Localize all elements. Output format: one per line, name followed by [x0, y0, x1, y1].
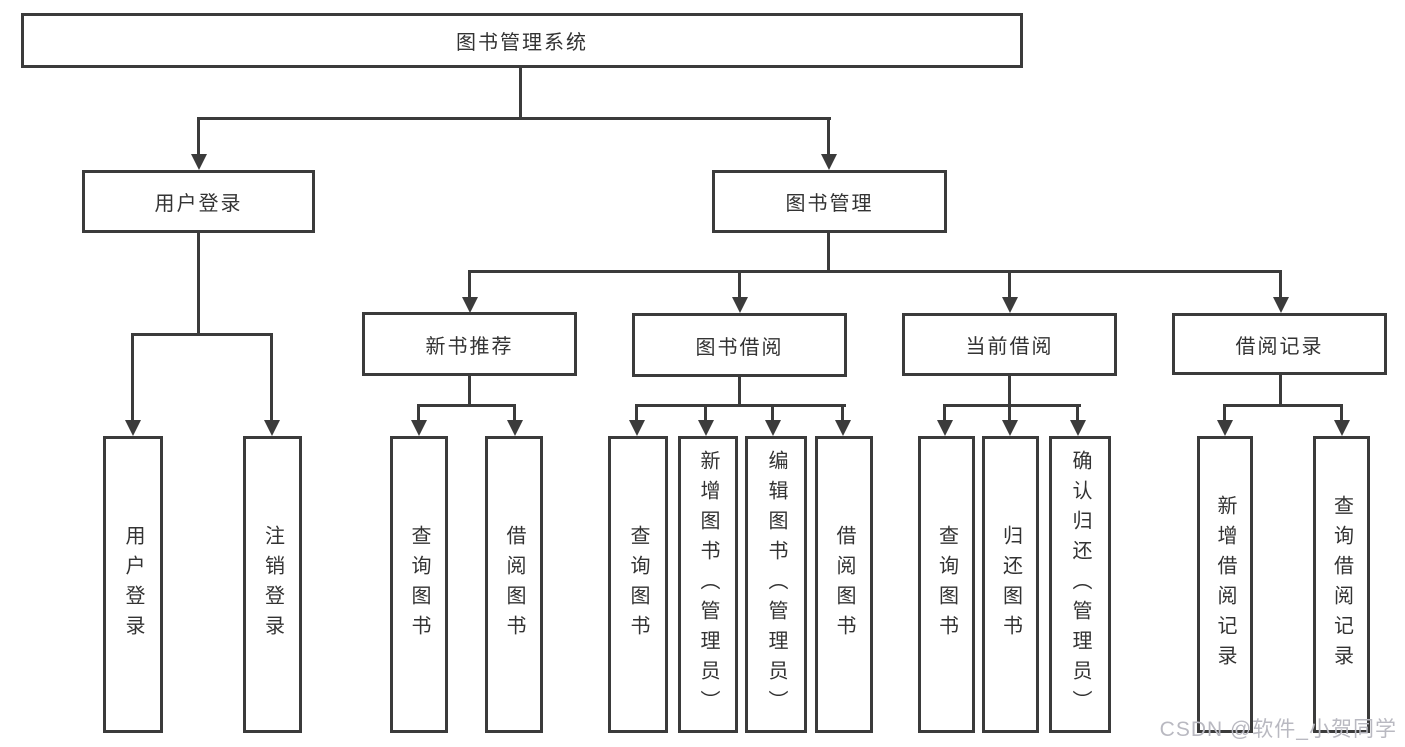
connector-line	[417, 404, 420, 421]
leaf-cb-query-book: 查询图书	[918, 436, 975, 733]
node-book-management: 图书管理	[712, 170, 947, 233]
node-borrow-record-label: 借阅记录	[1235, 335, 1324, 358]
leaf-bb-edit-book: 编辑图书（管理员）	[745, 436, 807, 733]
leaf-bb-add-book: 新增图书（管理员）	[678, 436, 738, 733]
leaf-bb-borrow-book-label: 借阅图书	[833, 524, 855, 645]
connector-line	[468, 376, 471, 406]
connector-line	[1008, 270, 1011, 298]
connector-line	[197, 117, 200, 155]
node-root-label: 图书管理系统	[456, 32, 588, 54]
leaf-nb-borrow-book: 借阅图书	[485, 436, 543, 733]
arrowhead-down-icon	[264, 420, 280, 436]
connector-line	[513, 404, 516, 421]
node-book-borrow: 图书借阅	[632, 313, 847, 377]
node-new-book-recommend: 新书推荐	[362, 312, 577, 376]
connector-line	[827, 233, 830, 273]
arrowhead-down-icon	[821, 154, 837, 170]
connector-line	[519, 68, 522, 118]
node-user-login-label: 用户登录	[154, 193, 243, 215]
connector-line	[131, 333, 273, 336]
arrowhead-down-icon	[507, 420, 523, 436]
leaf-cb-return-book-label: 归还图书	[999, 524, 1022, 645]
leaf-cb-return-book: 归还图书	[982, 436, 1039, 733]
connector-line	[738, 377, 741, 406]
arrowhead-down-icon	[1070, 420, 1086, 436]
node-book-borrow-label: 图书借阅	[695, 336, 784, 359]
arrowhead-down-icon	[732, 297, 748, 313]
arrowhead-down-icon	[411, 420, 427, 436]
connector-line	[197, 233, 200, 335]
leaf-bb-query-book: 查询图书	[608, 436, 668, 733]
connector-line	[771, 404, 774, 421]
leaf-bb-query-book-label: 查询图书	[627, 524, 649, 645]
leaf-cb-confirm-return: 确认归还（管理员）	[1049, 436, 1111, 733]
leaf-nb-borrow-book-label: 借阅图书	[503, 524, 525, 645]
node-current-borrow: 当前借阅	[902, 313, 1117, 376]
connector-line	[1008, 376, 1011, 406]
node-root: 图书管理系统	[21, 13, 1023, 68]
connector-line	[417, 404, 516, 407]
connector-line	[468, 270, 1282, 273]
leaf-br-query-record: 查询借阅记录	[1313, 436, 1370, 733]
connector-line	[197, 117, 831, 120]
leaf-bb-add-book-label: 新增图书（管理员）	[697, 449, 719, 720]
arrowhead-down-icon	[1002, 297, 1018, 313]
connector-line	[738, 270, 741, 298]
connector-line	[635, 404, 846, 407]
node-book-management-label: 图书管理	[785, 193, 874, 215]
connector-line	[827, 117, 830, 155]
arrowhead-down-icon	[1273, 297, 1289, 313]
node-borrow-record: 借阅记录	[1172, 313, 1387, 375]
connector-line	[1008, 404, 1011, 421]
arrowhead-down-icon	[765, 420, 781, 436]
connector-line	[1223, 404, 1226, 421]
leaf-user-login-label: 用户登录	[122, 524, 144, 645]
connector-line	[841, 404, 844, 421]
leaf-nb-query-book-label: 查询图书	[408, 524, 430, 645]
connector-line	[943, 404, 946, 421]
connector-line	[943, 404, 1081, 407]
arrowhead-down-icon	[191, 154, 207, 170]
leaf-logout-label: 注销登录	[261, 524, 284, 645]
connector-line	[1279, 270, 1282, 298]
node-user-login: 用户登录	[82, 170, 315, 233]
arrowhead-down-icon	[1334, 420, 1350, 436]
connector-line	[270, 333, 273, 420]
connector-line	[1279, 375, 1282, 406]
connector-line	[704, 404, 707, 421]
connector-line	[1223, 404, 1343, 407]
node-new-book-recommend-label: 新书推荐	[425, 335, 514, 358]
leaf-user-login: 用户登录	[103, 436, 163, 733]
leaf-br-add-record-label: 新增借阅记录	[1214, 494, 1236, 675]
leaf-br-query-record-label: 查询借阅记录	[1330, 494, 1353, 675]
leaf-logout: 注销登录	[243, 436, 302, 733]
leaf-nb-query-book: 查询图书	[390, 436, 448, 733]
connector-line	[131, 333, 134, 420]
connector-line	[468, 270, 471, 298]
arrowhead-down-icon	[1002, 420, 1018, 436]
arrowhead-down-icon	[462, 297, 478, 313]
arrowhead-down-icon	[835, 420, 851, 436]
connector-line	[635, 404, 638, 421]
arrowhead-down-icon	[1217, 420, 1233, 436]
leaf-bb-borrow-book: 借阅图书	[815, 436, 873, 733]
arrowhead-down-icon	[937, 420, 953, 436]
leaf-bb-edit-book-label: 编辑图书（管理员）	[765, 449, 787, 720]
connector-line	[1340, 404, 1343, 421]
connector-line	[1076, 404, 1079, 421]
arrowhead-down-icon	[629, 420, 645, 436]
node-current-borrow-label: 当前借阅	[965, 336, 1054, 358]
arrowhead-down-icon	[698, 420, 714, 436]
leaf-br-add-record: 新增借阅记录	[1197, 436, 1253, 733]
leaf-cb-confirm-return-label: 确认归还（管理员）	[1069, 449, 1091, 720]
watermark: CSDN @软件_小贺同学	[1159, 718, 1397, 741]
arrowhead-down-icon	[125, 420, 141, 436]
leaf-cb-query-book-label: 查询图书	[935, 524, 958, 645]
